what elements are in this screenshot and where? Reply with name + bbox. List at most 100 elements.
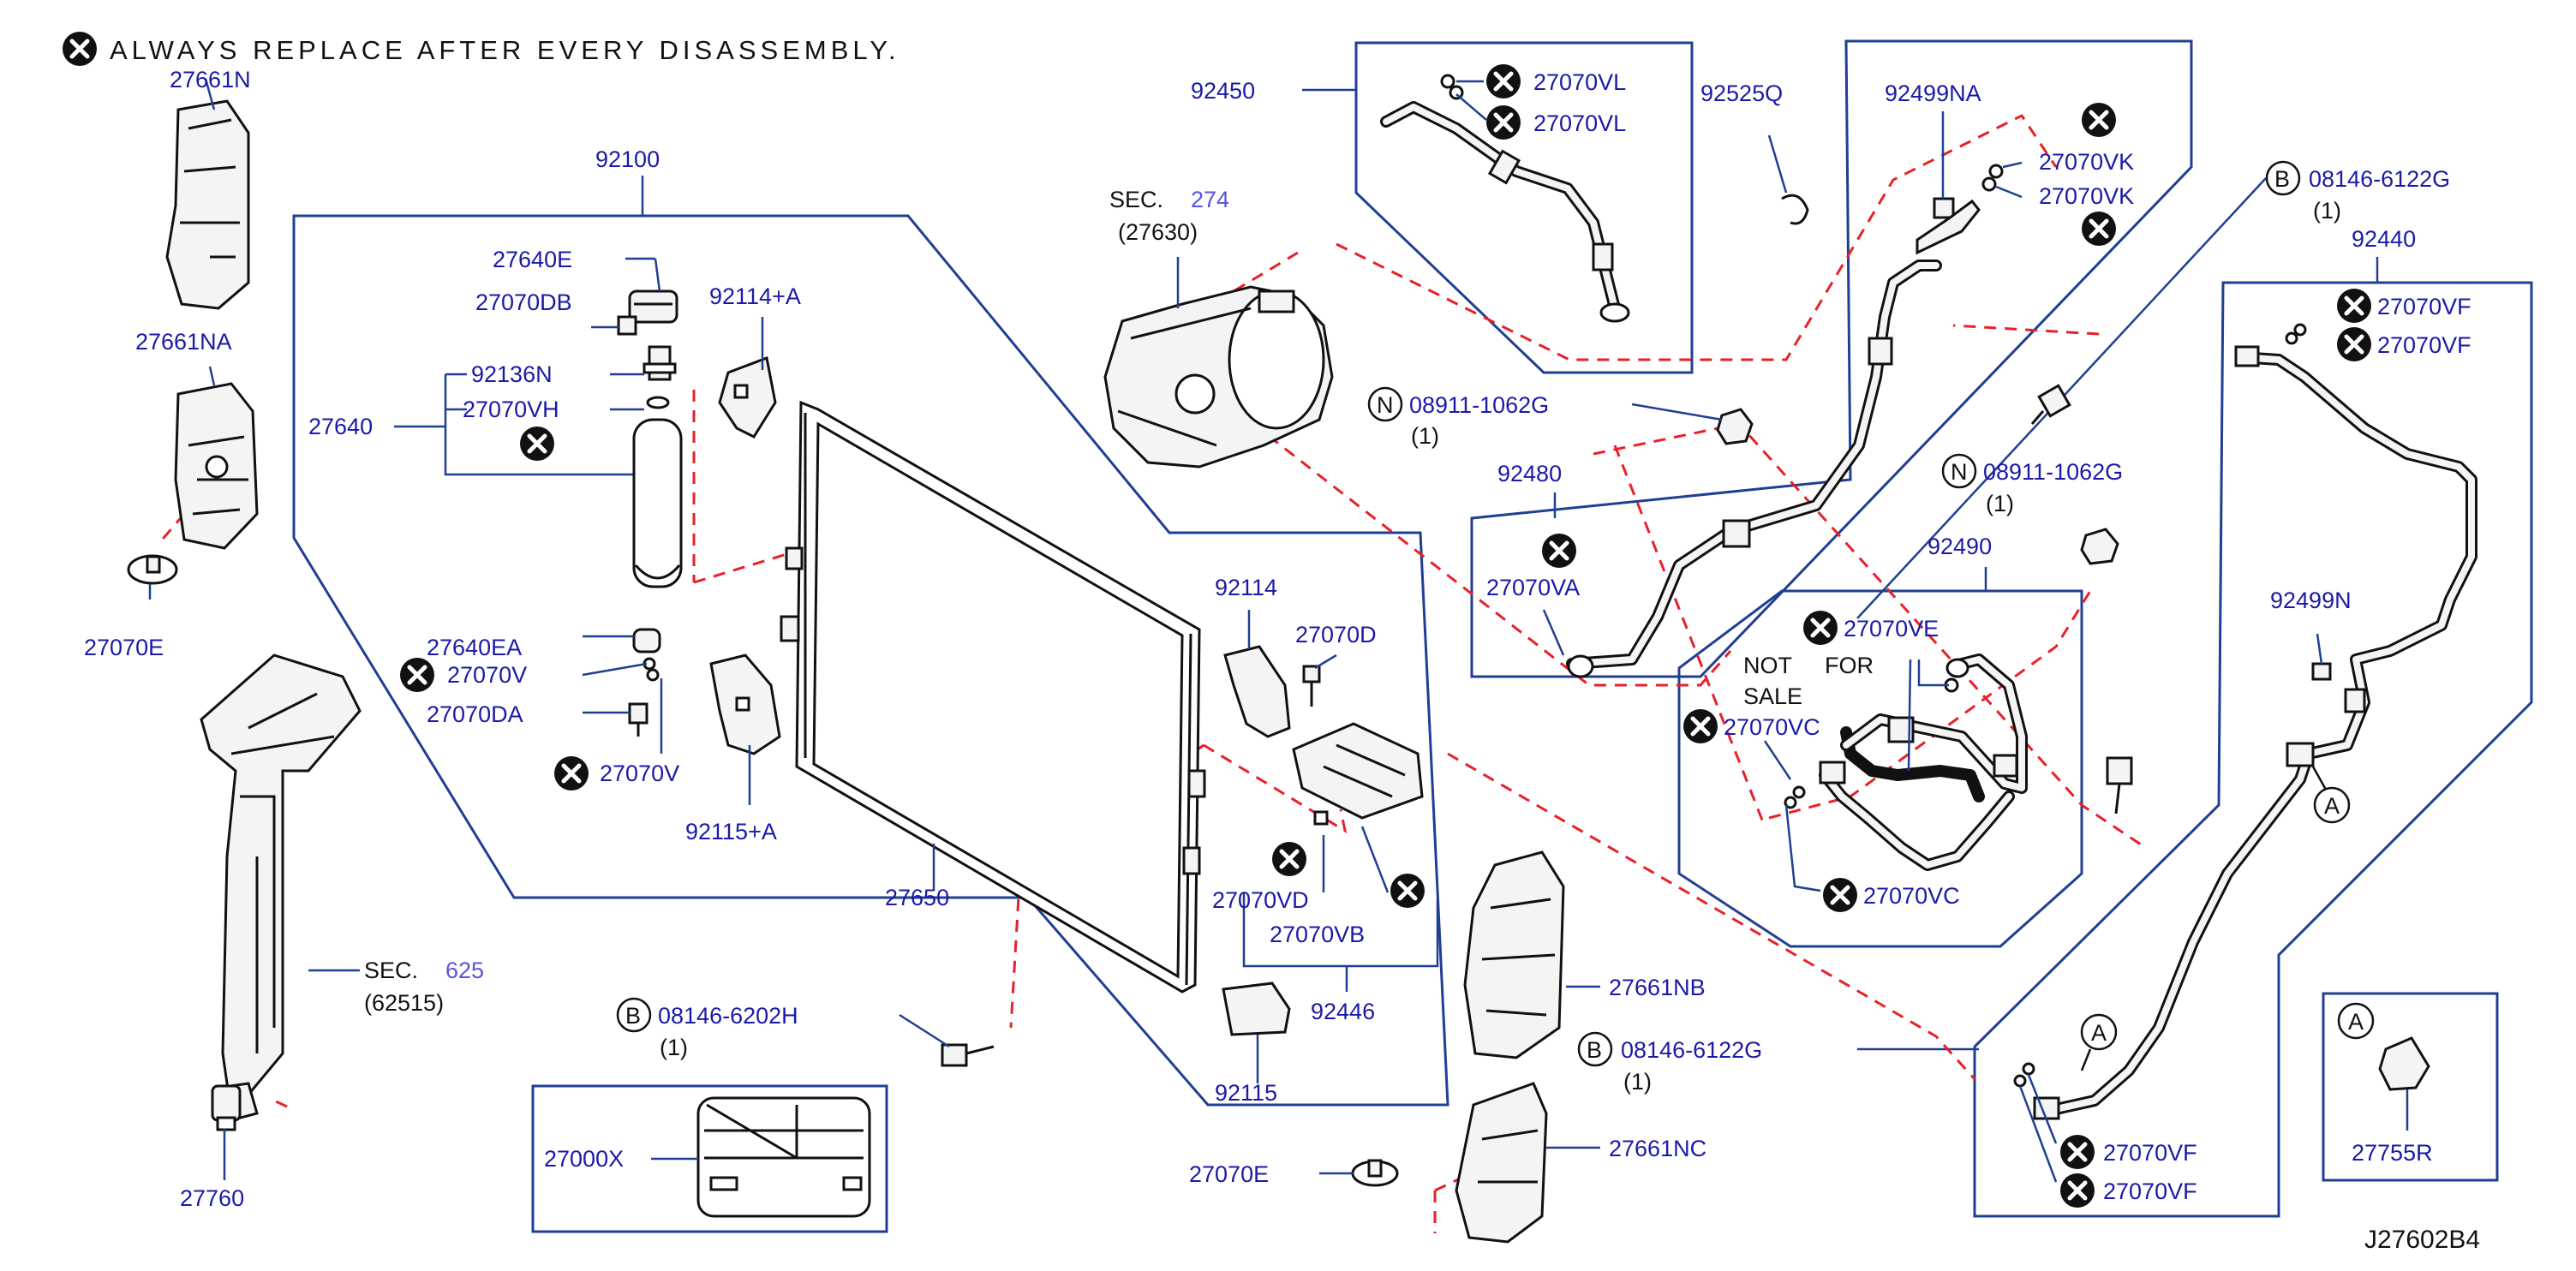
- replace-marker-27070VL-b-icon: [1486, 105, 1521, 140]
- label-27070VL-b: 27070VL: [1533, 110, 1626, 136]
- replace-marker-27070VD-icon: [1272, 842, 1306, 876]
- label-08146-6122G-a: 08146-6122G: [2309, 166, 2450, 192]
- label-08911-1062G-b-qty: (1): [1986, 491, 2014, 516]
- leader-27640E-b: [654, 258, 661, 292]
- part-27070DA-bolt: [628, 702, 648, 737]
- leader-27070VK-a: [2002, 161, 2023, 169]
- connector-A-label-1: A: [2324, 793, 2340, 819]
- label-92100: 92100: [595, 146, 660, 172]
- part-08146-6202H-bolt: [941, 1043, 995, 1067]
- box-27755R: [2322, 992, 2499, 1182]
- part-27755R-clip: [2378, 1036, 2430, 1091]
- leader-27070VF-c: [2027, 1074, 2058, 1144]
- label-sec274-num: 274: [1191, 187, 1229, 212]
- label-not-for-sale-2: FOR: [1825, 653, 1874, 678]
- replace-marker-27070VC-b-icon: [1823, 878, 1857, 912]
- part-27070VK-oring-a: [1988, 164, 2004, 179]
- replace-marker-27070VL-a-icon: [1486, 64, 1521, 98]
- label-92525Q: 92525Q: [1700, 81, 1783, 106]
- label-27070E-a: 27070E: [84, 635, 164, 660]
- part-08911-1062G-nut-b: [2080, 528, 2119, 565]
- label-sec274-sub: (27630): [1118, 219, 1198, 245]
- part-27070E-clip-b: [1351, 1159, 1399, 1187]
- leader-27070VK-b: [1995, 185, 2023, 199]
- label-92114: 92114: [1215, 575, 1277, 600]
- label-08911-1062G-b: 08911-1062G: [1983, 459, 2123, 485]
- part-92114A-bracket: [718, 355, 777, 439]
- leader-27070VL-b: [1455, 93, 1487, 121]
- label-92440: 92440: [2352, 226, 2416, 252]
- part-27640EA-clamp: [632, 628, 661, 653]
- connector-A-label-2: A: [2091, 1020, 2107, 1046]
- leader-27070VC-b: [1784, 804, 1821, 892]
- label-27070D: 27070D: [1295, 622, 1377, 647]
- b-circle-letter-a: B: [2274, 166, 2290, 192]
- part-27661NC-bracket: [1455, 1082, 1548, 1244]
- part-27070DB-bolt: [617, 315, 637, 336]
- label-92136N: 92136N: [471, 361, 553, 387]
- label-08911-1062G-a-qty: (1): [1411, 423, 1439, 449]
- part-27070E-clip: [127, 554, 178, 585]
- replace-marker-27070VE-icon: [1803, 611, 1838, 645]
- b-circle-letter-b: B: [1587, 1037, 1602, 1063]
- label-92114A: 92114+A: [709, 283, 801, 309]
- label-92499NA: 92499NA: [1885, 81, 1981, 106]
- connector-A-label-3: A: [2348, 1009, 2364, 1035]
- box-92440: [1973, 281, 2533, 1218]
- replace-marker-27070VC-a-icon: [1683, 709, 1718, 743]
- leader-27070VC-a: [1763, 740, 1792, 780]
- leader-not-for-sale: [1907, 659, 1912, 772]
- part-92136N-plug: [643, 345, 677, 381]
- label-27661NB: 27661NB: [1609, 975, 1706, 1000]
- bracket-92446: [1242, 892, 1439, 968]
- part-92115-bracket: [1222, 982, 1291, 1036]
- label-27070VE: 27070VE: [1844, 616, 1939, 641]
- leader-27070VE: [1917, 659, 1949, 687]
- n-circle-letter-b: N: [1951, 459, 1968, 485]
- label-not-for-sale-1: NOT: [1743, 653, 1792, 678]
- label-27650: 27650: [885, 885, 949, 910]
- diagram-id: J27602B4: [2364, 1226, 2480, 1254]
- part-92115A-bracket: [709, 653, 781, 755]
- label-08146-6122G-b: 08146-6122G: [1621, 1037, 1762, 1063]
- label-sec625-sub: (62515): [364, 990, 444, 1016]
- box-92450: [1354, 41, 1694, 374]
- label-92450: 92450: [1191, 78, 1255, 104]
- n-circle-icon-b: [1941, 453, 1977, 489]
- label-27661NA: 27661NA: [135, 329, 232, 355]
- part-92490-hose: [1784, 653, 2028, 871]
- b-circle-icon-a: [2265, 160, 2301, 196]
- part-92446-connector: [1292, 722, 1424, 826]
- part-compressor-sec274: [1103, 285, 1334, 468]
- part-92499NA-clip: [1933, 197, 1955, 219]
- label-sec625-num: 625: [445, 958, 484, 983]
- replace-marker-27070VK-a-icon: [2082, 103, 2116, 137]
- label-92490: 92490: [1928, 534, 1992, 559]
- part-27650-condenser: [780, 400, 1206, 994]
- part-92525Q-clip: [1781, 194, 1809, 225]
- part-27661NB-shield: [1463, 850, 1565, 1059]
- leader-27070VA: [1542, 609, 1565, 656]
- label-27070VF-c: 27070VF: [2103, 1140, 2197, 1166]
- part-27000X-label: [696, 1096, 871, 1218]
- label-08146-6202H: 08146-6202H: [658, 1003, 798, 1029]
- replace-marker-27070VK-b-icon: [2082, 212, 2116, 246]
- label-27755R: 27755R: [2352, 1140, 2433, 1166]
- part-27070V-oring-b: [646, 668, 660, 682]
- label-27070VC-a: 27070VC: [1724, 714, 1820, 740]
- label-08146-6122G-a-qty: (1): [2313, 198, 2341, 224]
- replace-marker-27070VF-b-icon: [2337, 327, 2371, 361]
- replace-marker-27070VH-icon: [520, 427, 554, 461]
- replace-marker-icon: [63, 32, 97, 66]
- replace-marker-27070VA-icon: [1542, 534, 1576, 568]
- bracket-27640: [444, 374, 638, 476]
- n-circle-letter-a: N: [1377, 392, 1394, 418]
- label-27640: 27640: [308, 414, 373, 439]
- header-note-text: ALWAYS REPLACE AFTER EVERY DISASSEMBLY.: [110, 35, 900, 65]
- label-27070VB: 27070VB: [1270, 922, 1365, 947]
- replace-marker-27070VF-d-icon: [2060, 1173, 2095, 1208]
- part-27661NA-bracket: [174, 382, 259, 550]
- label-08146-6202H-qty: (1): [660, 1035, 688, 1060]
- part-27640-drier: [632, 418, 683, 588]
- part-27070VK-oring-b: [1981, 176, 1997, 192]
